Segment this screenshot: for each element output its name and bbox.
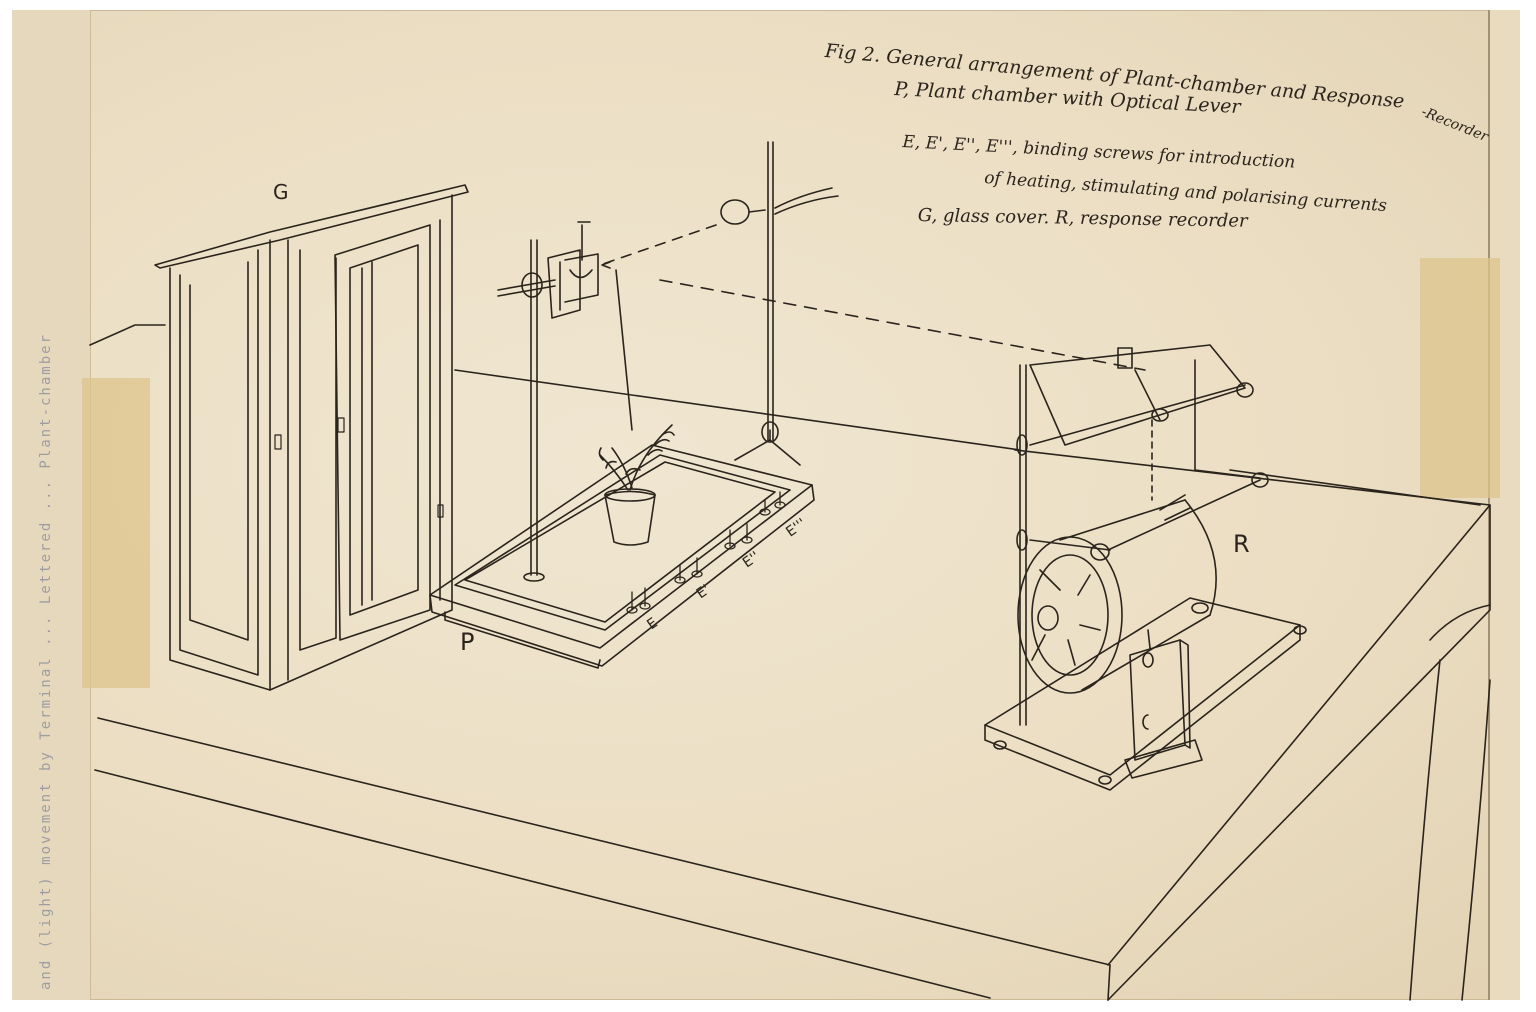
table xyxy=(94,449,1491,1001)
left-tape xyxy=(82,378,150,688)
label-r: R xyxy=(1233,530,1250,558)
plant-chamber xyxy=(429,221,815,669)
label-p: P xyxy=(460,628,475,656)
lamp-stand xyxy=(599,141,1146,466)
right-tape xyxy=(1420,258,1500,498)
response-recorder xyxy=(984,344,1307,791)
glass-cover-cabinet xyxy=(154,184,469,691)
left-binding-strip xyxy=(12,10,91,1000)
label-g: G xyxy=(273,180,289,204)
